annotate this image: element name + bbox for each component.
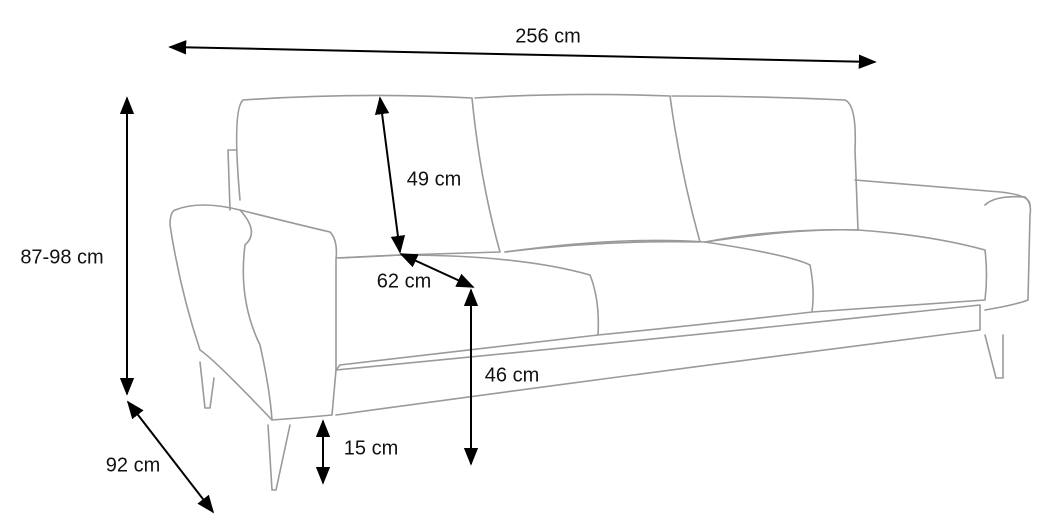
leg-height-label: 15 cm (343, 437, 399, 460)
width-arrow (168, 40, 877, 69)
left-arm (169, 204, 338, 421)
right-arm (984, 195, 1032, 311)
back-cushion-right (671, 95, 859, 243)
seat-cushion-middle (504, 239, 814, 336)
seat-depth-arrow (399, 253, 475, 288)
leg-front-left (267, 424, 291, 491)
seat-cushion-right (704, 228, 988, 313)
front-rail (335, 304, 981, 416)
sofa-outline (169, 93, 1032, 491)
seat-height-label: 46 cm (484, 364, 540, 387)
back-cushion-middle (474, 93, 701, 253)
depth-label: 92 cm (105, 454, 161, 477)
height-label: 87-98 cm (20, 246, 104, 269)
depth-arrow (126, 400, 215, 514)
backrest-height-label: 49 cm (406, 168, 462, 191)
leg-front-right (984, 334, 1004, 379)
seat-depth-label: 62 cm (376, 270, 432, 293)
backrest-arrow (374, 96, 406, 254)
dimension-arrows (119, 40, 877, 514)
left-arm-inner (239, 209, 273, 421)
width-label: 256 cm (515, 25, 581, 48)
back-cushion-left (235, 94, 501, 259)
back-frame (227, 149, 1031, 211)
leg-back-left (199, 361, 215, 409)
seat-cushion-left (339, 254, 600, 366)
